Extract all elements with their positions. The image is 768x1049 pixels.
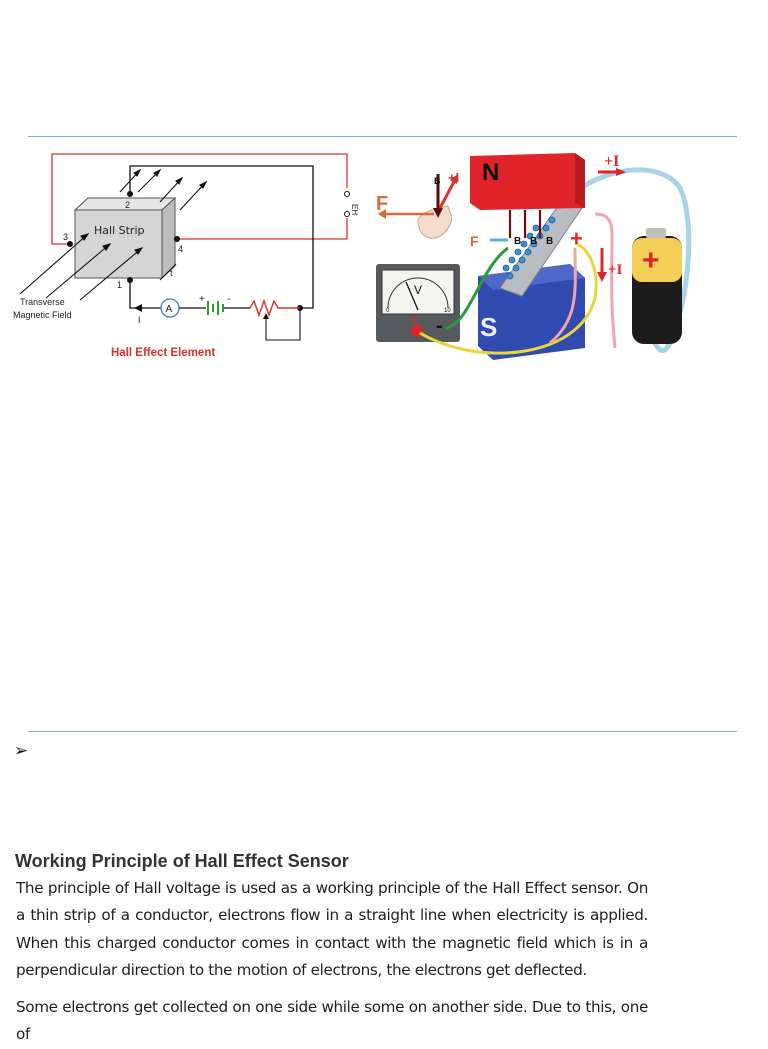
thickness-label: t <box>170 268 173 278</box>
terminal-4-label: 4 <box>178 244 183 254</box>
b-label-1: B <box>514 236 521 247</box>
hand-current-label: +I <box>448 170 459 185</box>
battery-minus: - <box>227 294 230 305</box>
current-label: I <box>138 315 141 325</box>
meter-min: 0 <box>386 308 390 314</box>
meter-minus: - <box>436 315 443 337</box>
paragraph-2: Some electrons get collected on one side… <box>16 998 648 1044</box>
north-pole-label: N <box>482 159 499 186</box>
arrow-bullet-icon: ➢ <box>14 741 29 760</box>
south-pole-label: S <box>480 312 497 342</box>
meter-plus: + <box>412 313 419 327</box>
top-divider <box>28 136 737 137</box>
field-label-line2: Magnetic Field <box>13 310 72 320</box>
bottom-divider <box>28 731 737 732</box>
field-label-line1: Transverse <box>20 297 65 307</box>
hall-strip-label: Hall Strip <box>94 224 144 237</box>
terminal-2-label: 2 <box>125 200 130 210</box>
b-label-2: B <box>530 236 537 247</box>
voltmeter-label: V <box>414 283 422 297</box>
battery-plus-sign: + <box>642 244 660 277</box>
hall-effect-illustration: S N B B B F B +I F V 0 10 + - +I <box>376 153 692 360</box>
force-label-small: F <box>470 233 479 249</box>
hall-effect-element-diagram: Hall Strip 2 3 4 1 t EH Transverse Magne… <box>13 153 359 341</box>
terminal-3-label: 3 <box>63 232 68 242</box>
hall-voltage-label: EH <box>350 204 359 215</box>
paragraph-1: The principle of Hall voltage is used as… <box>16 879 648 980</box>
current-side-label: +I <box>608 262 623 278</box>
battery-plus: + <box>199 294 205 305</box>
meter-max: 10 <box>444 308 451 314</box>
section-heading: Working Principle of Hall Effect Sensor <box>15 851 349 871</box>
ammeter-label: A <box>166 304 173 315</box>
strip-plus: + <box>570 226 583 251</box>
current-top-label: +I <box>604 153 619 170</box>
force-label: F <box>376 193 388 215</box>
terminal-1-label: 1 <box>117 280 122 290</box>
figure-caption: Hall Effect Element <box>111 347 216 359</box>
b-label-3: B <box>546 236 553 247</box>
hand-b-label: B <box>434 176 441 186</box>
